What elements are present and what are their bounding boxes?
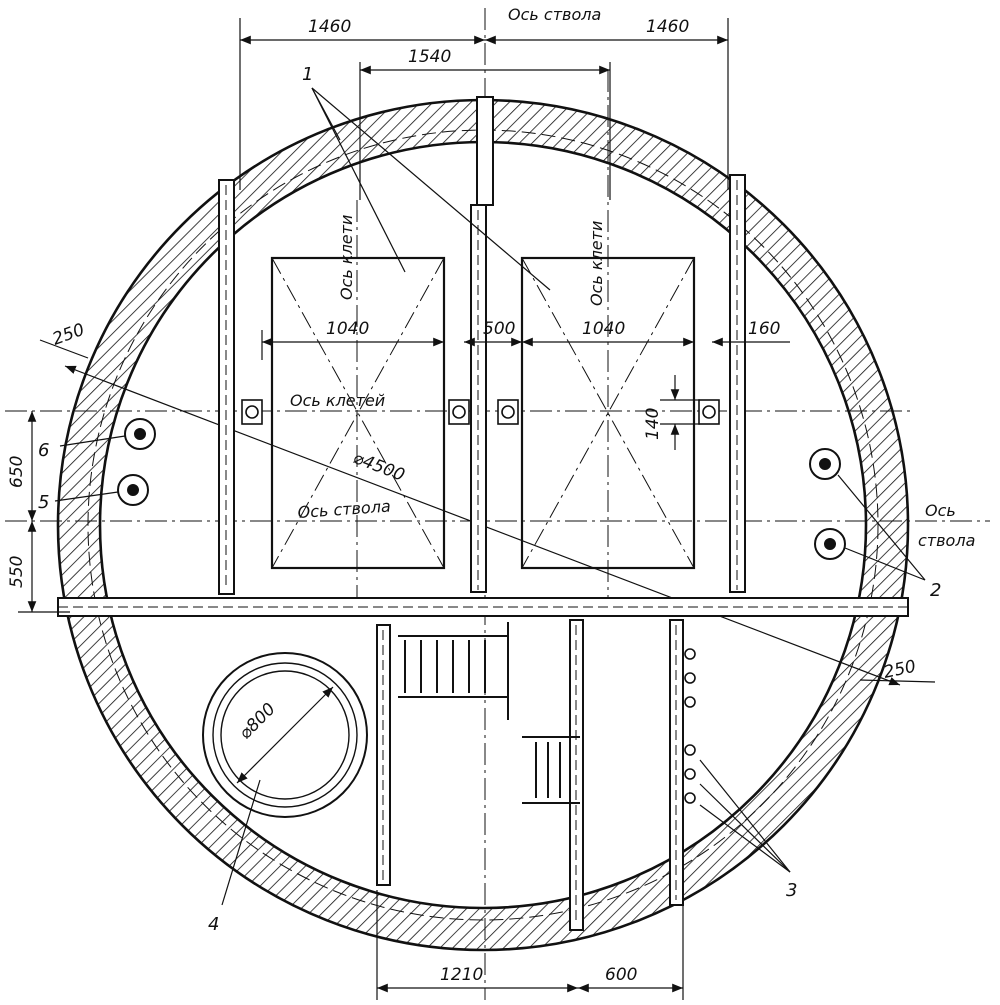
dim-1460-right: 1460 xyxy=(646,17,689,37)
label-cage-axis-right: Ось клети xyxy=(587,221,606,306)
dim-500: 500 xyxy=(483,319,515,339)
label-cage-axis-left: Ось клети xyxy=(337,215,356,300)
buntons xyxy=(218,96,746,595)
callout-3: 3 xyxy=(786,880,797,901)
dim-800: ⌀800 xyxy=(235,699,279,743)
callout-5: 5 xyxy=(38,492,49,513)
dim-1210: 1210 xyxy=(440,965,483,985)
dim-160: 160 xyxy=(748,319,780,339)
vent-pipe-4 xyxy=(202,652,368,818)
dim-1460-left: 1460 xyxy=(308,17,351,37)
cables-3 xyxy=(684,648,696,804)
callout-2: 2 xyxy=(930,580,941,601)
label-shaft-axis-right-1: Ось xyxy=(925,501,956,520)
guide-shoes xyxy=(241,399,720,425)
dim-550: 550 xyxy=(7,556,27,588)
dim-4500: ⌀4500 xyxy=(350,448,407,486)
dim-1040-left: 1040 xyxy=(326,319,369,339)
dim-250-left: 250 xyxy=(50,320,87,350)
ladder-upper xyxy=(398,622,509,720)
bunton-center-top xyxy=(476,96,494,206)
callout-4: 4 xyxy=(208,914,219,935)
cage-right xyxy=(520,256,696,570)
dim-1540: 1540 xyxy=(408,47,451,67)
dim-1040-right: 1040 xyxy=(582,319,625,339)
dim-250-right: 250 xyxy=(882,657,918,683)
label-cages-axis: Ось клетей xyxy=(290,391,385,410)
cage-left xyxy=(270,256,446,570)
ladder-compartment xyxy=(376,619,684,931)
axes xyxy=(5,8,990,1000)
dim-140: 140 xyxy=(643,408,663,440)
dim-650: 650 xyxy=(7,456,27,488)
label-shaft-axis-right-2: ствола xyxy=(918,531,975,550)
ladder-lower xyxy=(522,736,580,804)
label-shaft-axis-center: Ось ствола xyxy=(297,497,391,522)
leader-lines xyxy=(54,87,926,906)
partition-beam xyxy=(57,597,909,617)
dimension-lines xyxy=(18,18,936,1000)
pipes xyxy=(117,418,846,560)
label-shaft-axis-top: Ось ствола xyxy=(508,5,601,24)
dim-600: 600 xyxy=(605,965,637,985)
callout-6: 6 xyxy=(38,440,49,461)
callout-1: 1 xyxy=(302,64,313,85)
